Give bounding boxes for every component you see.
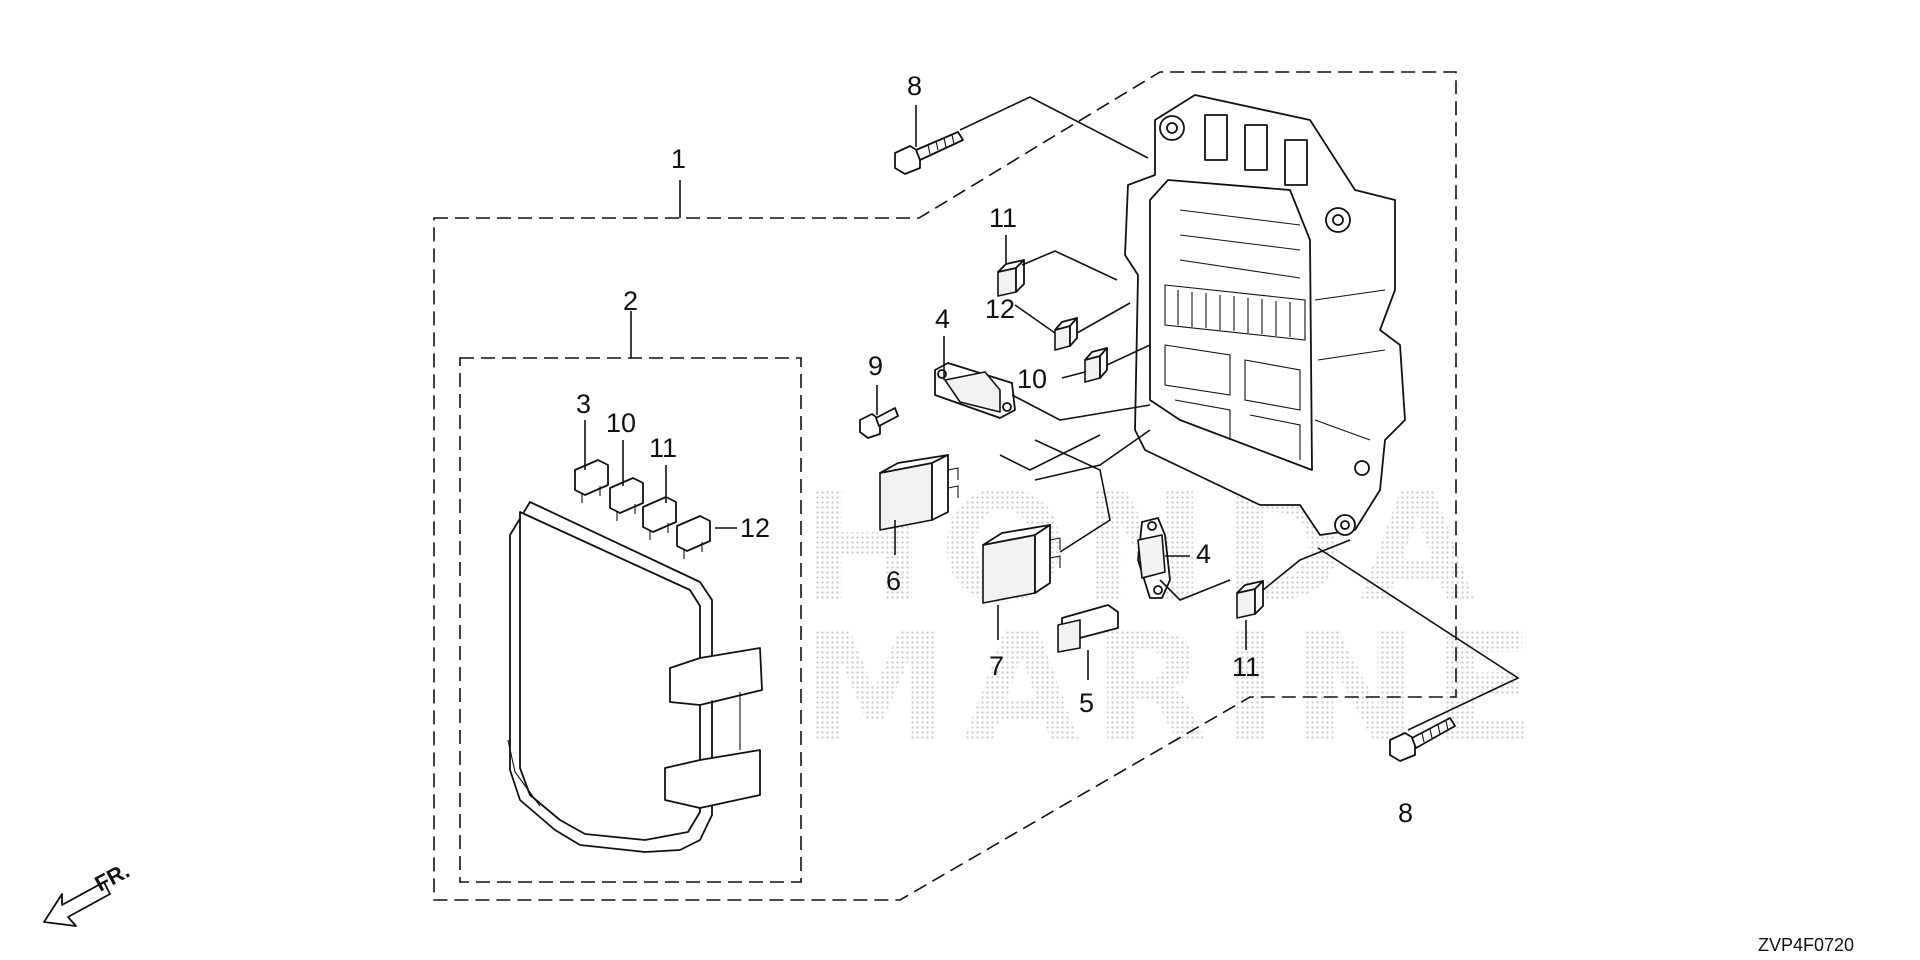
fuse-10-assembly bbox=[1084, 347, 1108, 383]
callout-2: 2 bbox=[623, 286, 638, 316]
callout-5: 5 bbox=[1079, 688, 1094, 718]
callout-8-lower: 8 bbox=[1398, 798, 1413, 828]
fuse-3 bbox=[574, 459, 609, 503]
callout-12-assembly: 12 bbox=[985, 294, 1015, 324]
screw-9 bbox=[859, 407, 899, 439]
fuse-11-upper bbox=[997, 259, 1025, 297]
callout-10-assembly: 10 bbox=[1017, 364, 1047, 394]
callout-11-upper: 11 bbox=[989, 203, 1017, 233]
front-arrow-icon bbox=[43, 881, 111, 927]
connector-5 bbox=[1057, 604, 1119, 653]
callout-labels: 1 2 3 10 11 12 8 11 4 9 12 10 6 7 5 4 11… bbox=[576, 71, 1413, 828]
leader-lines bbox=[584, 96, 1520, 731]
front-arrow: FR. bbox=[43, 858, 134, 927]
bolt-8-lower bbox=[1389, 717, 1456, 762]
control-box-body bbox=[1124, 94, 1406, 536]
callout-12-cover: 12 bbox=[740, 513, 770, 543]
callout-7: 7 bbox=[989, 651, 1004, 681]
callout-3: 3 bbox=[576, 389, 591, 419]
cover bbox=[507, 501, 763, 853]
callout-11-cover: 11 bbox=[649, 433, 677, 463]
relay-7 bbox=[982, 524, 1061, 604]
bolt-8-upper bbox=[894, 131, 964, 175]
fuse-12-assembly bbox=[1054, 317, 1078, 351]
relay-6 bbox=[879, 454, 959, 531]
callout-4-upper: 4 bbox=[935, 304, 950, 334]
assembly-boundary bbox=[433, 71, 1457, 901]
fuse-10-cover bbox=[609, 477, 644, 521]
callout-6: 6 bbox=[886, 566, 901, 596]
callout-8-upper: 8 bbox=[907, 71, 922, 101]
fuse-12-cover bbox=[676, 515, 711, 559]
callout-4-lower: 4 bbox=[1196, 539, 1211, 569]
callout-9: 9 bbox=[868, 351, 883, 381]
callout-10-cover: 10 bbox=[606, 408, 636, 438]
callout-1: 1 bbox=[671, 144, 686, 174]
fuse-11-lower bbox=[1236, 580, 1264, 619]
watermark-line-2: MARINE bbox=[800, 602, 1549, 776]
diagram-code: ZVP4F0720 bbox=[1758, 935, 1854, 955]
bracket-4-lower bbox=[1137, 517, 1171, 599]
callout-11-lower: 11 bbox=[1232, 652, 1260, 682]
cover-boundary bbox=[459, 357, 802, 883]
fuse-11-cover bbox=[642, 496, 677, 540]
bracket-4-upper bbox=[934, 362, 1016, 419]
